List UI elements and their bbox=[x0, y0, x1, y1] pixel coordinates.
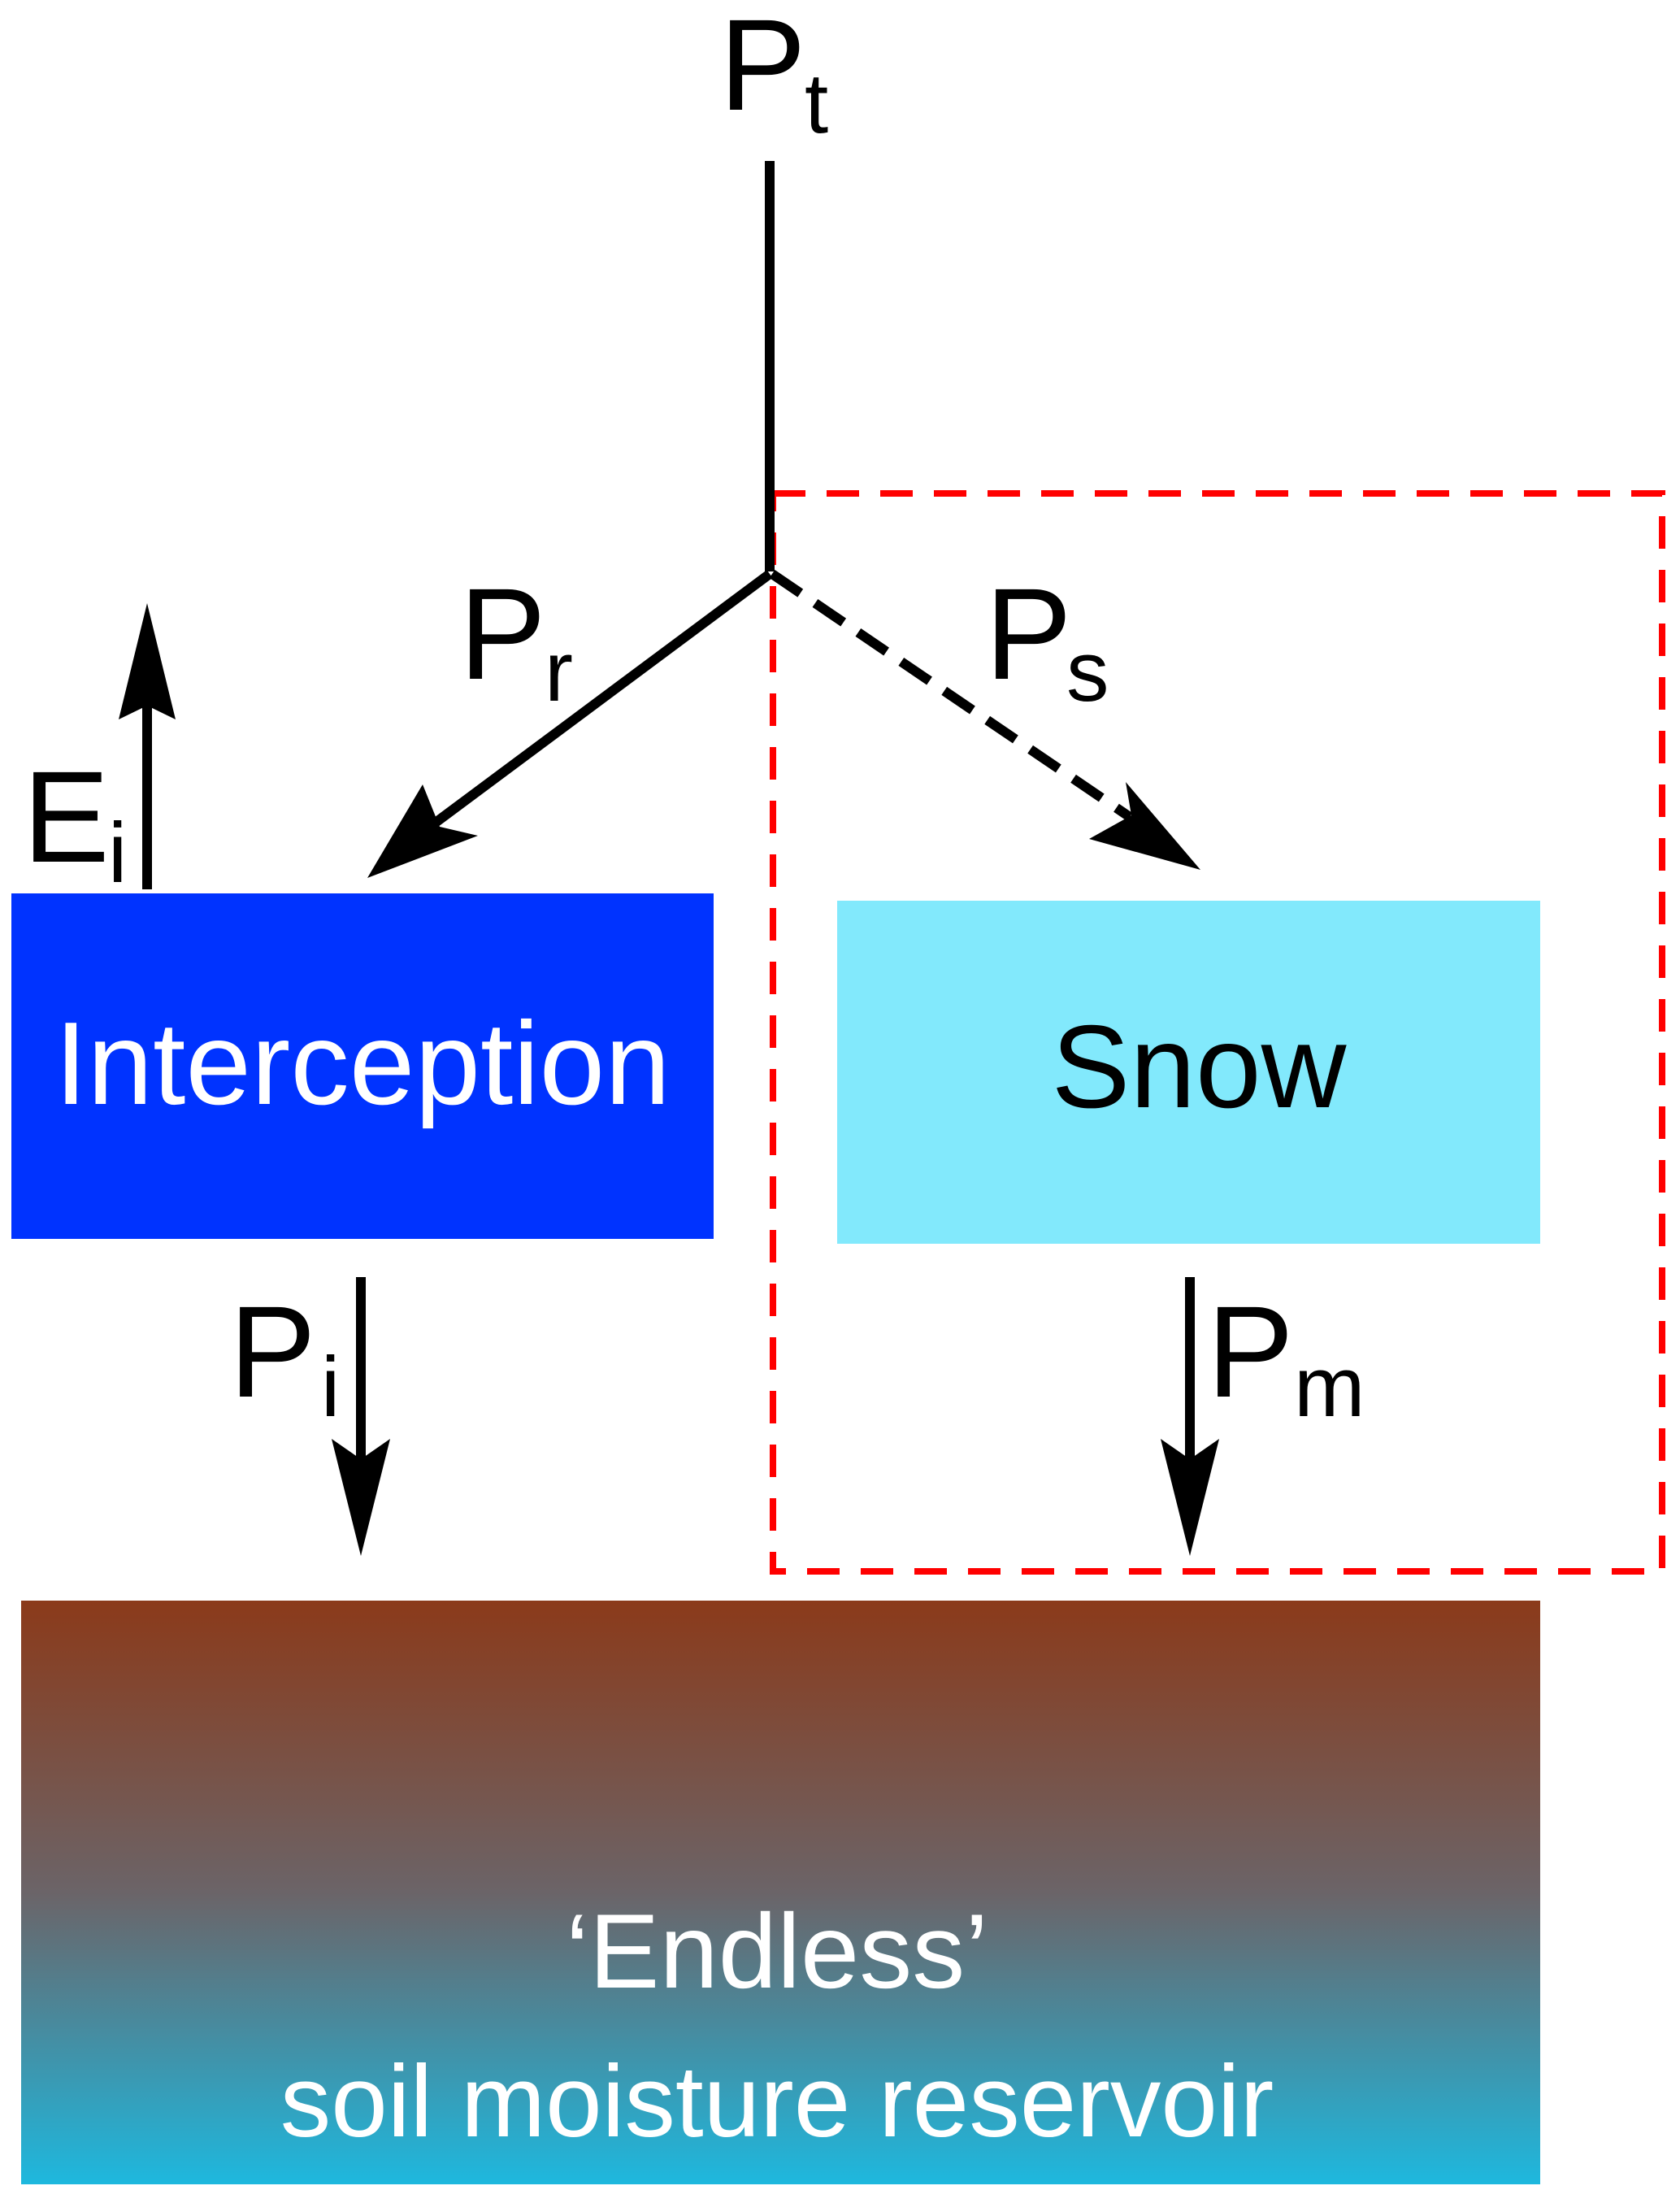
snow-label: Snow bbox=[1052, 1001, 1348, 1132]
total-precip-label: P bbox=[719, 0, 806, 137]
rain-arrow-shaft bbox=[423, 570, 773, 833]
interception-evap-subscript: i bbox=[108, 806, 127, 901]
interception-evap-label: E bbox=[23, 744, 110, 889]
soil-reservoir-subtitle: soil moisture reservoir bbox=[280, 2045, 1274, 2158]
snow-module-outline bbox=[770, 490, 1665, 1575]
melt-label: P bbox=[1207, 1279, 1294, 1424]
snow-box bbox=[837, 901, 1540, 1244]
interception-evap-arrowhead bbox=[119, 603, 176, 719]
interception-box bbox=[11, 893, 714, 1239]
rain-label: P bbox=[459, 561, 546, 706]
melt-subscript: m bbox=[1294, 1340, 1365, 1435]
throughfall-subscript: i bbox=[321, 1340, 340, 1435]
snowfall-arrowhead bbox=[1089, 782, 1200, 870]
snowfall-subscript: s bbox=[1066, 624, 1109, 719]
throughfall-label: P bbox=[229, 1279, 316, 1424]
total-precip-subscript: t bbox=[805, 56, 828, 151]
interception-label: Interception bbox=[54, 997, 671, 1129]
rain-subscript: r bbox=[545, 624, 573, 719]
snowfall-label: P bbox=[985, 561, 1072, 706]
soil-reservoir-title: ‘Endless’ bbox=[566, 1892, 988, 2010]
snowfall-arrow-shaft bbox=[769, 570, 1133, 821]
soil-reservoir-box bbox=[21, 1601, 1540, 2184]
rain-arrowhead bbox=[367, 784, 478, 878]
melt-arrowhead bbox=[1161, 1439, 1219, 1556]
throughfall-arrowhead bbox=[332, 1439, 390, 1556]
